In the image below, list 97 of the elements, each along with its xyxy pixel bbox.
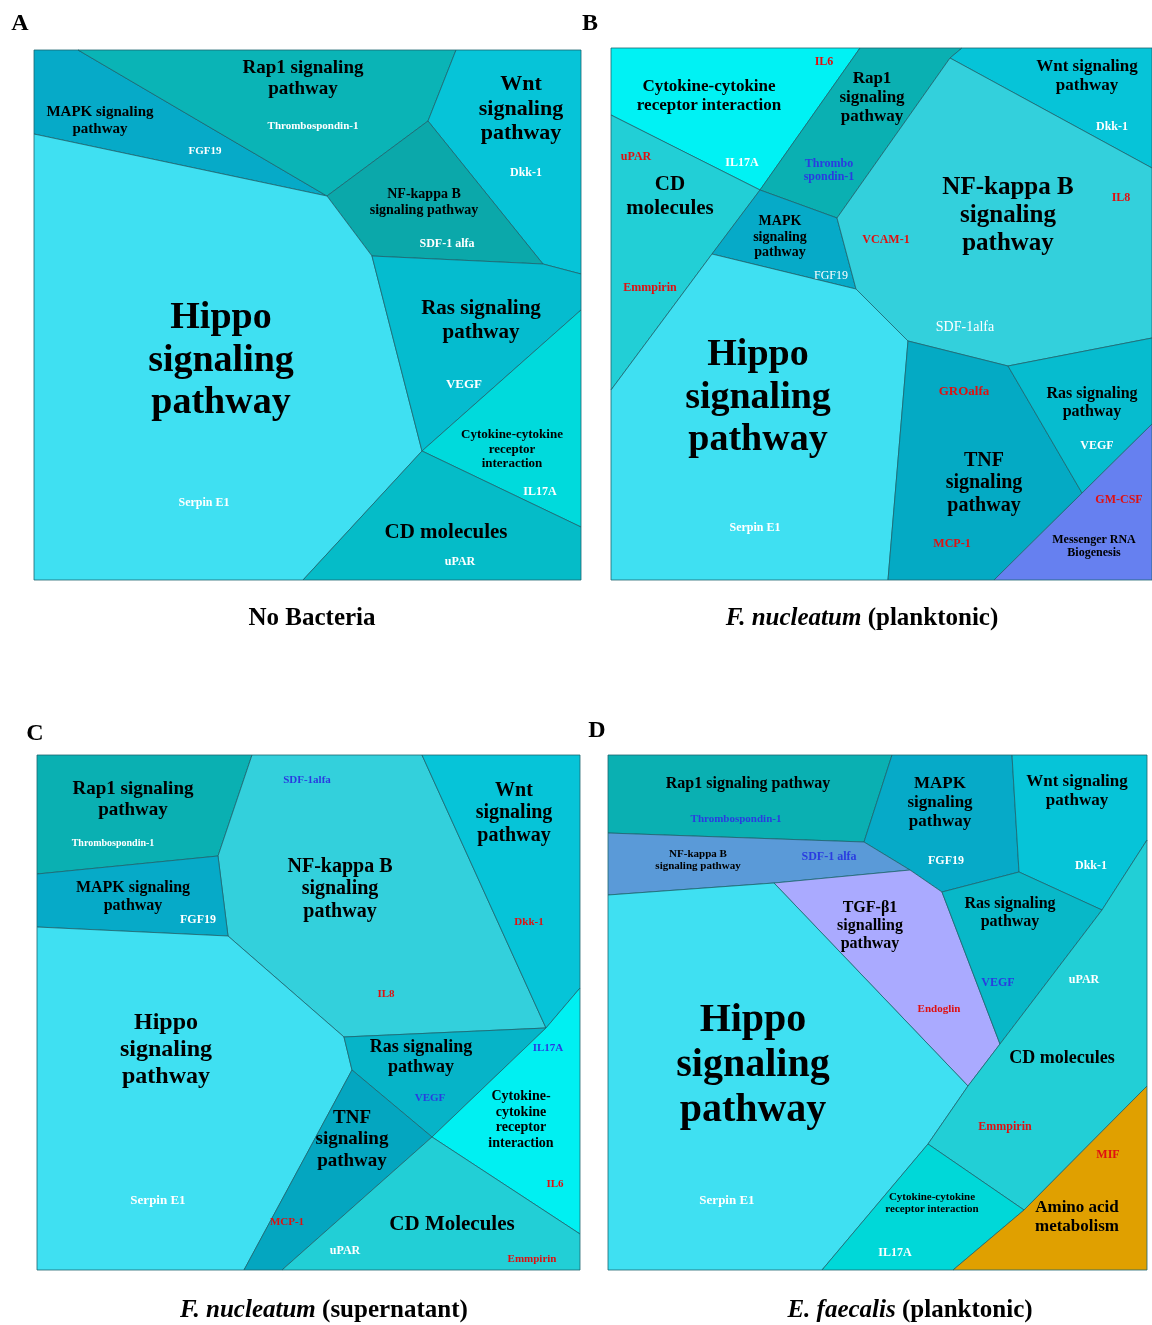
- protein-label: IL17A: [877, 1246, 913, 1260]
- pathway-label: CD molecules: [625, 172, 715, 220]
- protein-label: Thrombospondin-1: [266, 118, 360, 132]
- panel-caption: E. faecalis (planktonic): [787, 1295, 1033, 1323]
- protein-label: VCAM-1: [861, 233, 911, 247]
- pathway-label: CD molecules: [1008, 1046, 1116, 1068]
- protein-label: SDF-1 alfa: [800, 850, 858, 864]
- protein-label: Serpin E1: [129, 1192, 187, 1208]
- pathway-label: Ras signaling pathway: [368, 1035, 474, 1077]
- pathway-label: NF-kappa B signaling pathway: [286, 854, 394, 922]
- pathway-label: Cytokine-cytokine receptor interaction: [460, 427, 564, 471]
- pathway-label: Rap1 signaling pathway: [838, 68, 906, 126]
- protein-label: FGF19: [813, 269, 849, 283]
- pathway-label: Wnt signaling pathway: [1025, 770, 1129, 810]
- protein-label: Serpin E1: [698, 1192, 756, 1208]
- pathway-label: MAPK signaling pathway: [45, 103, 155, 137]
- pathway-label: Hippo signaling pathway: [118, 1007, 213, 1089]
- protein-label: VEGF: [413, 1090, 447, 1104]
- protein-label: GROalfa: [937, 383, 991, 399]
- protein-label: Thrombospondin-1: [70, 837, 156, 849]
- pathway-label: MAPK signaling pathway: [74, 878, 192, 914]
- voronoi-cell: [608, 833, 910, 895]
- protein-label: VEGF: [444, 376, 484, 392]
- protein-label: Emmpirin: [622, 281, 678, 295]
- pathway-label: NF-kappa B signaling pathway: [368, 186, 480, 218]
- panel-letter: B: [582, 8, 598, 36]
- protein-label: IL8: [376, 986, 396, 1000]
- panel-letter: C: [26, 718, 44, 746]
- pathway-label: Hippo signaling pathway: [684, 331, 832, 459]
- voronoi-cell: [37, 856, 228, 936]
- panel-letter: D: [588, 715, 606, 743]
- protein-label: IL17A: [531, 1040, 565, 1054]
- panel-caption: F. nucleatum (planktonic): [725, 603, 999, 631]
- protein-label: Endoglin: [916, 1001, 962, 1015]
- pathway-label: Cytokine-cytokine receptor interaction: [487, 1087, 555, 1151]
- protein-label: FGF19: [179, 913, 217, 927]
- pathway-label: Hippo signaling pathway: [675, 995, 831, 1131]
- pathway-label: Ras signaling pathway: [420, 296, 542, 344]
- pathway-label: MAPK signaling pathway: [906, 773, 974, 831]
- protein-label: FGF19: [187, 143, 223, 157]
- pathway-label: CD Molecules: [388, 1212, 516, 1236]
- protein-label: Serpin E1: [728, 521, 782, 535]
- protein-label: Emmpirin: [977, 1120, 1033, 1134]
- pathway-label: Rap1 signaling pathway: [241, 55, 365, 99]
- pathway-label: Wnt signaling pathway: [477, 71, 565, 145]
- protein-label: Thrombospondin-1: [689, 811, 783, 825]
- protein-label: Emmpirin: [506, 1251, 558, 1265]
- voronoi-cell: [822, 1144, 1024, 1270]
- panel-caption: F. nucleatum (supernatant): [180, 1295, 468, 1323]
- protein-label: uPAR: [328, 1244, 362, 1258]
- protein-label: IL6: [545, 1176, 565, 1190]
- protein-label: Dkk-1: [1095, 120, 1129, 134]
- pathway-label: TNF signaling pathway: [944, 448, 1024, 516]
- pathway-label: NF-kappa B signaling pathway: [654, 846, 742, 872]
- protein-label: Serpin E1: [177, 496, 231, 510]
- pathway-label: Cytokine-cytokine receptor interaction: [635, 75, 783, 115]
- protein-label: IL6: [813, 55, 835, 69]
- pathway-label: NF-kappa B signaling pathway: [941, 172, 1075, 256]
- pathway-label: Ras signaling pathway: [963, 894, 1057, 930]
- pathway-label: MAPK signaling pathway: [752, 213, 808, 261]
- protein-label: SDF-1 alfa: [418, 237, 476, 251]
- pathway-label: Cytokine-cytokine receptor interaction: [884, 1189, 980, 1215]
- pathway-label: Wnt signaling pathway: [474, 778, 554, 846]
- protein-label: IL17A: [724, 156, 760, 170]
- pathway-label: Rap1 signaling pathway: [71, 776, 195, 820]
- pathway-label: Messenger RNA Biogenesis: [1051, 532, 1137, 560]
- protein-label: VEGF: [1079, 439, 1115, 453]
- protein-label: SDF-1alfa: [934, 319, 996, 335]
- pathway-label: Hippo signaling pathway: [147, 294, 295, 422]
- protein-label: uPAR: [619, 150, 653, 164]
- protein-label: uPAR: [443, 555, 477, 569]
- pathway-label: Wnt signaling pathway: [1035, 55, 1139, 95]
- pathway-label: Amino acid metabolism: [1033, 1196, 1120, 1236]
- protein-label: Dkk-1: [513, 914, 545, 928]
- pathway-label: Ras signaling pathway: [1045, 384, 1139, 420]
- protein-label: uPAR: [1067, 973, 1101, 987]
- pathway-label: CD molecules: [383, 520, 509, 544]
- protein-label: IL8: [1110, 191, 1132, 205]
- protein-label: SDF-1alfa: [282, 772, 332, 786]
- protein-label: FGF19: [927, 854, 965, 868]
- protein-label: IL17A: [522, 485, 558, 499]
- pathway-label: TNF signaling pathway: [314, 1106, 390, 1170]
- protein-label: Dkk-1: [1074, 859, 1108, 873]
- pathway-label: TGF-β1 signalling pathway: [836, 898, 904, 952]
- protein-label: VEGF: [980, 976, 1016, 990]
- voronoi-cell: [37, 755, 252, 874]
- voronoi-cell: [422, 755, 580, 1028]
- protein-label: Dkk-1: [509, 166, 543, 180]
- protein-label: MCP-1: [268, 1214, 306, 1228]
- panel-caption: No Bacteria: [248, 603, 376, 631]
- panel-letter: A: [11, 8, 29, 36]
- protein-label: MIF: [1095, 1148, 1121, 1162]
- voronoi-cell: [864, 755, 1019, 892]
- protein-label: Thrombo spondin-1: [802, 156, 856, 184]
- protein-label: MCP-1: [932, 537, 972, 551]
- pathway-label: Rap1 signaling pathway: [664, 774, 832, 792]
- protein-label: GM-CSF: [1094, 493, 1144, 507]
